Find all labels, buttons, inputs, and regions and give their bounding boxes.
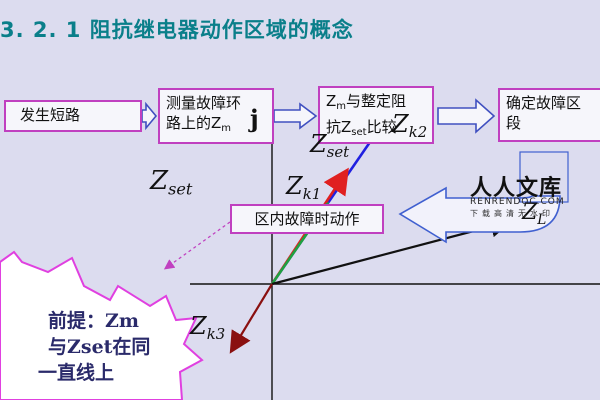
flow-step-2-line2: 路上的Zm (166, 113, 266, 139)
premise-star-shape (0, 250, 204, 400)
slide-title: 3. 2. 1 阻抗继电器动作区域的概念 (0, 18, 354, 42)
flow-step-3-line2-post: 比较 (366, 118, 397, 136)
flow-arrow-2 (273, 102, 318, 130)
label-zk3-sub: k3 (206, 325, 226, 344)
label-zset-left: Zset (150, 166, 192, 199)
label-zset-left-sub: set (168, 179, 193, 199)
label-zl-sub: L (537, 211, 547, 228)
dashed-pointer (163, 221, 231, 270)
label-zset: Zset (310, 130, 349, 161)
label-zset-base: Z (310, 130, 327, 158)
label-zk3: Zk3 (190, 312, 225, 343)
label-zk2-base: Z (392, 110, 409, 138)
label-zset-left-base: Z (150, 166, 169, 196)
watermark-tag: 下载高清无水印 (470, 209, 554, 218)
flow-step-3-line1-text: Z (326, 92, 337, 110)
flow-step-2-line2-text: 路上的Z (166, 114, 222, 132)
premise-text: 前提：Zm 与Zset在同 一直线上 (38, 308, 208, 386)
flow-step-3-line2-text: 抗Z (326, 118, 352, 136)
label-zk1-base: Z (286, 172, 303, 200)
flow-step-2-line2-sub: m (221, 123, 232, 134)
premise-line2: 与Zset在同 (48, 336, 151, 358)
watermark-title: 人人文库 (470, 176, 563, 201)
label-zl-base: Z (522, 200, 538, 225)
flow-step-4-line2: 段 (506, 114, 522, 132)
label-zk3-base: Z (190, 312, 207, 340)
flow-step-1-label: 发生短路 (20, 106, 81, 124)
watermark-frame (519, 151, 569, 203)
label-zset-sub: set (326, 143, 350, 162)
premise-line3: 一直线上 (38, 362, 115, 384)
flow-step-3-line2: 抗Zset比较 (326, 117, 426, 143)
flow-step-4-line1: 确定故障区 (506, 94, 582, 112)
flow-step-short-circuit: 发生短路 (4, 100, 142, 132)
label-zl: ZL (522, 200, 546, 228)
premise-line1: 前提：Zm (48, 310, 139, 332)
flow-step-3-line2-sub: set (351, 127, 367, 138)
flow-step-determine-zone: 确定故障区 段 (498, 88, 600, 142)
flow-step-3-line1: Zm与整定阻 (326, 91, 426, 117)
j-axis-label: j (250, 104, 259, 133)
watermark-url: RENRENDOC.COM (470, 197, 565, 207)
flow-step-2-line1: 测量故障环 (166, 94, 242, 112)
label-zk1-sub: k1 (302, 185, 322, 204)
label-zk2-sub: k2 (408, 123, 428, 142)
flow-arrows (141, 98, 496, 134)
flow-arrow-3 (437, 98, 496, 134)
flow-step-3-line1-sub: m (336, 101, 347, 112)
flow-step-measure: 测量故障环 路上的Zm (158, 88, 274, 144)
vector-zk3 (229, 283, 273, 354)
flow-step-compare: Zm与整定阻 抗Zset比较 (318, 86, 434, 144)
flow-step-3-line1-post: 与整定阻 (346, 92, 407, 110)
inner-fault-box: 区内故障时动作 (230, 204, 384, 234)
label-zk2: Zk2 (392, 110, 427, 141)
flow-arrow-1 (141, 101, 158, 131)
label-zk1: Zk1 (286, 172, 321, 203)
